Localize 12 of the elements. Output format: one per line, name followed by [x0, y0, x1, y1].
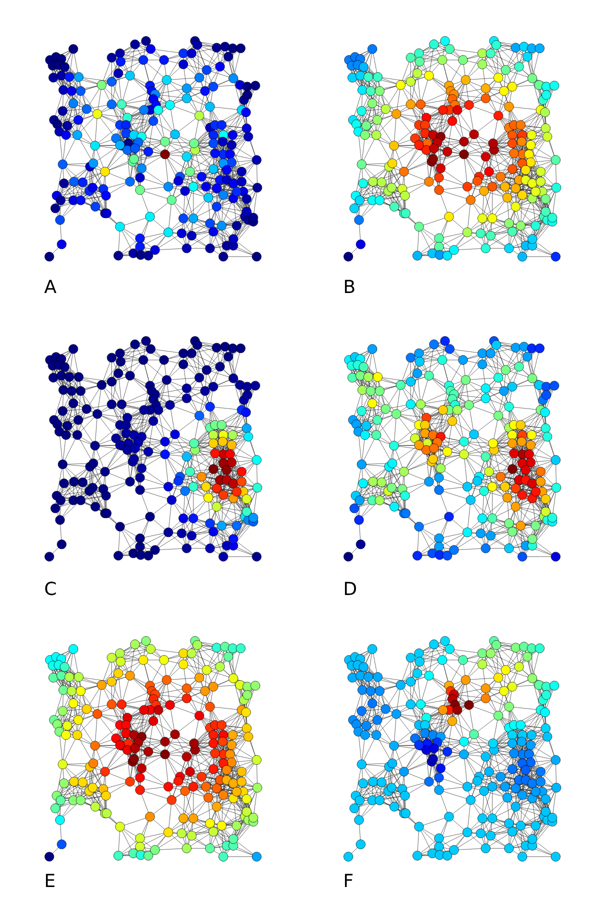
network-graph: [344, 336, 562, 562]
panel-label: C: [45, 582, 56, 596]
panel-label: B: [344, 280, 354, 293]
panel-label: F: [344, 874, 353, 887]
panel-label: E: [46, 874, 54, 887]
network-graph: [44, 36, 262, 262]
network-graph: [44, 336, 262, 562]
network-graph: [44, 636, 262, 862]
network-graph: [344, 636, 562, 862]
panel-label: D: [344, 582, 356, 595]
panel-label: A: [44, 280, 56, 293]
network-graph: [344, 36, 562, 262]
